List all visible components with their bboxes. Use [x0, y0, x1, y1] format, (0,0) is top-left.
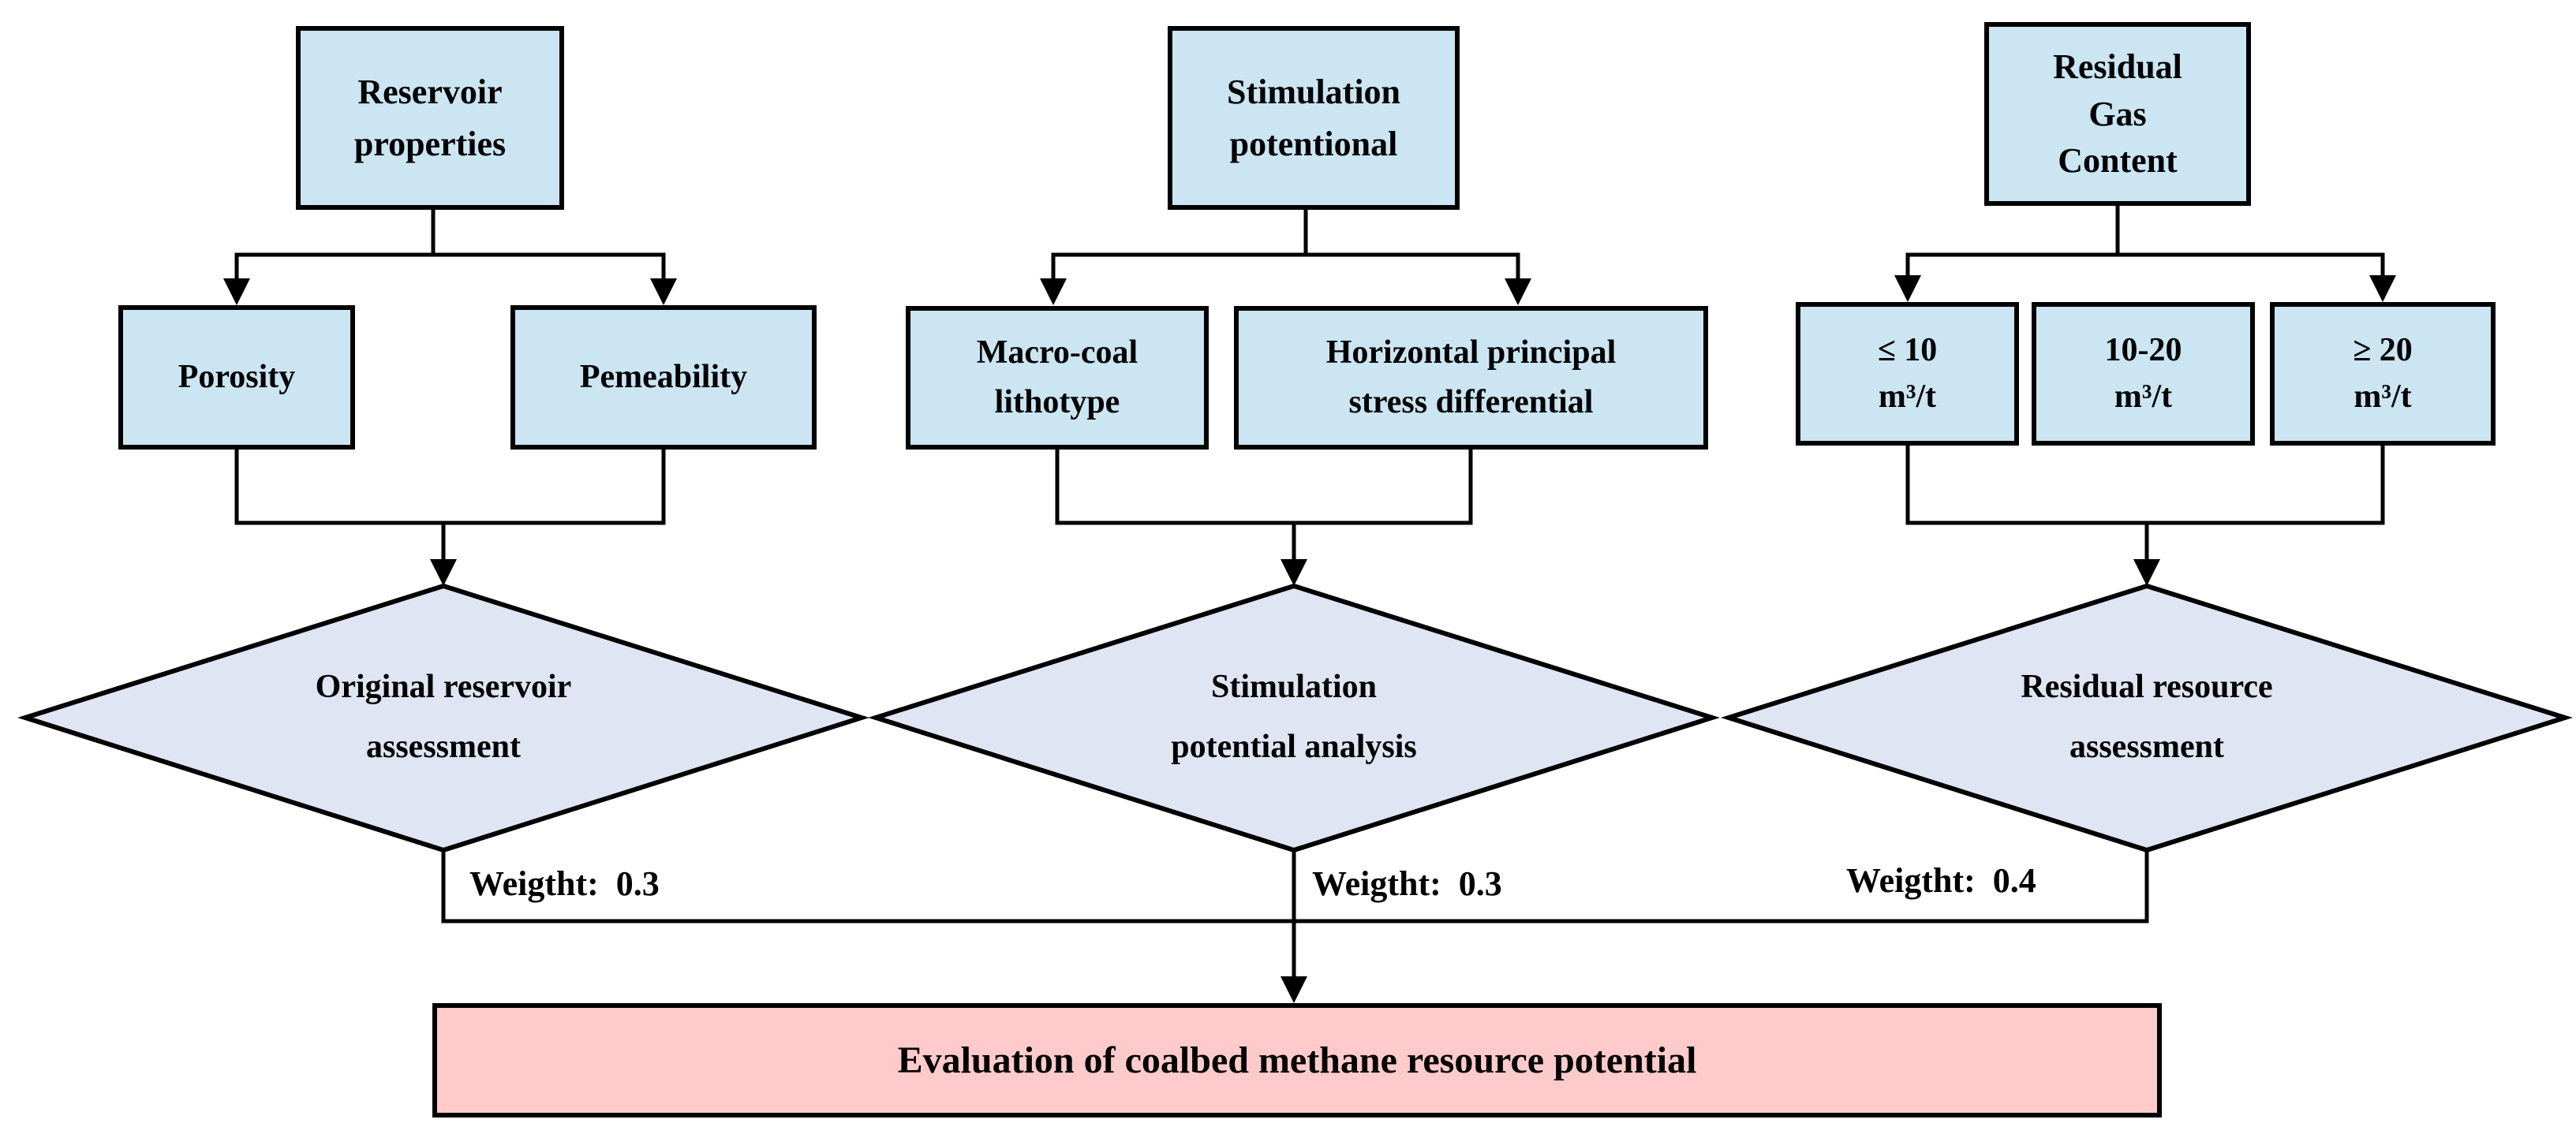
arrowhead — [2369, 275, 2396, 302]
box-horizontal-principal-stress-label: Horizontal principal stress differential — [1325, 334, 1617, 420]
arrowhead — [1894, 275, 1921, 302]
connector-residual-branch — [1894, 203, 2396, 302]
weight-label-residual-assessment: Weigtht: 0.4 — [1846, 861, 2036, 900]
arrowhead — [1281, 976, 1307, 1003]
connector-merge-middle — [1055, 447, 1473, 586]
diamond-residual-assessment-label: Residual resource assessment — [2021, 669, 2273, 765]
arrowhead — [1281, 559, 1307, 586]
arrowhead — [1505, 278, 1531, 305]
box-gas-le-10: ≤ 10 m³/t — [1796, 302, 2019, 446]
box-evaluation-result-label: Evaluation of coalbed methane resource p… — [897, 1039, 1697, 1081]
box-horizontal-principal-stress: Horizontal principal stress differential — [1234, 306, 1708, 450]
weight-label-original-reservoir: Weigtht: 0.3 — [469, 864, 660, 903]
box-porosity: Porosity — [118, 305, 355, 450]
box-gas-10-20-label: 10-20 m³/t — [2104, 332, 2182, 415]
arrowhead — [223, 278, 250, 305]
box-gas-ge-20-label: ≥ 20 m³/t — [2353, 332, 2413, 415]
diamond-stimulation-analysis-label: Stimulation potential analysis — [1171, 669, 1417, 765]
arrowhead — [650, 278, 677, 305]
arrowhead — [430, 559, 457, 586]
box-reservoir-properties-label: Reservoir properties — [353, 72, 507, 163]
box-reservoir-properties: Reservoir properties — [296, 26, 564, 210]
box-porosity-label: Porosity — [178, 359, 296, 395]
box-evaluation-result: Evaluation of coalbed methane resource p… — [432, 1003, 2162, 1117]
box-gas-10-20: 10-20 m³/t — [2032, 302, 2255, 446]
connector-stimulation-branch — [1040, 207, 1531, 305]
box-stimulation-potentional: Stimulation potentional — [1168, 26, 1460, 210]
box-gas-ge-20: ≥ 20 m³/t — [2270, 302, 2496, 446]
box-pemeability-label: Pemeability — [579, 359, 748, 395]
box-residual-gas-content: Residual Gas Content — [1984, 22, 2251, 206]
arrowhead — [1040, 278, 1067, 305]
diamond-original-reservoir-label: Original reservoir assessment — [315, 669, 572, 765]
connector-merge-left — [234, 447, 666, 586]
connector-merge-right — [1905, 443, 2385, 586]
box-residual-gas-content-label: Residual Gas Content — [2053, 47, 2182, 181]
connector-reservoir-branch — [223, 207, 677, 305]
weight-label-stimulation-analysis: Weigtht: 0.3 — [1312, 864, 1502, 903]
box-pemeability: Pemeability — [510, 305, 817, 450]
box-gas-le-10-label: ≤ 10 m³/t — [1877, 332, 1938, 415]
box-stimulation-potentional-label: Stimulation potentional — [1226, 72, 1401, 163]
arrowhead — [2133, 559, 2160, 586]
box-macro-coal-lithotype: Macro-coal lithotype — [906, 306, 1209, 450]
box-macro-coal-lithotype-label: Macro-coal lithotype — [976, 334, 1138, 420]
connector-weight-bus — [441, 848, 2149, 1003]
